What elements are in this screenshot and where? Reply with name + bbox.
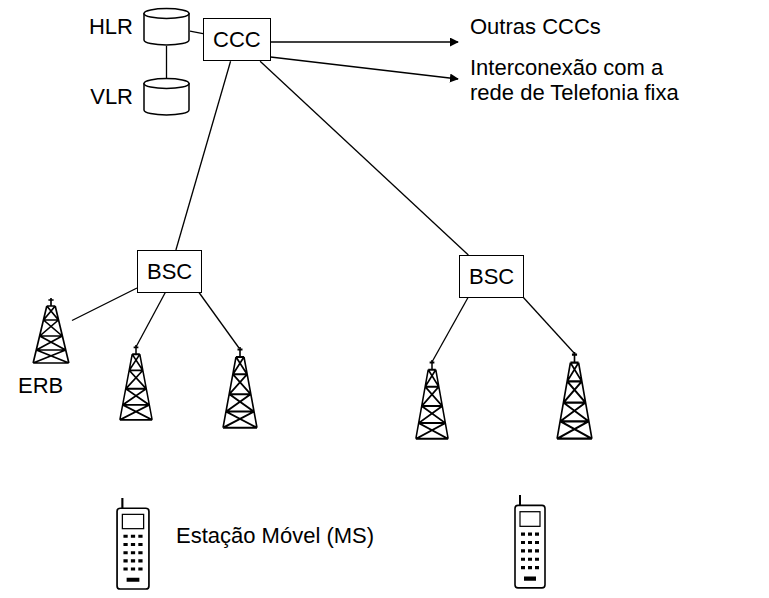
- node-caption: ERB: [18, 373, 63, 398]
- switch-box: CCC: [203, 18, 271, 61]
- database-cylinder: HLR: [143, 8, 190, 46]
- tower-icon: [416, 360, 448, 439]
- node-caption: VLR: [90, 84, 133, 109]
- note-label: Outras CCCs: [470, 14, 601, 39]
- tower-icon: [120, 345, 152, 420]
- box-title: CCC: [213, 27, 261, 52]
- tower-icon: [33, 298, 69, 363]
- cylinder-outline: [143, 78, 190, 116]
- box-title: BSC: [147, 259, 192, 284]
- tower-icon: [557, 352, 592, 439]
- mobile-phone-icon: [117, 498, 149, 589]
- link-line: [166, 46, 167, 78]
- cylinder-top: [144, 9, 189, 19]
- controller-box: BSC: [137, 250, 202, 293]
- box-title: BSC: [469, 264, 514, 289]
- cylinder-outline: [143, 8, 190, 46]
- note-label: Interconexão com a rede de Telefonia fix…: [470, 55, 695, 106]
- link-line: [72, 288, 137, 321]
- note-label: Estação Móvel (MS): [176, 523, 374, 548]
- base-station-tower: ERB: [30, 298, 72, 364]
- link-line: [260, 61, 468, 255]
- node-caption: HLR: [89, 14, 133, 39]
- tower-outline: [30, 298, 72, 364]
- interconnect-arrow: [262, 56, 458, 79]
- controller-box: BSC: [459, 255, 524, 298]
- database-cylinder: VLR: [143, 78, 190, 116]
- link-line: [190, 31, 203, 33]
- tower-icon: [223, 347, 257, 428]
- interconnect-arrow: [262, 41, 458, 43]
- cylinder-top: [144, 79, 189, 89]
- mobile-phone-icon: [515, 495, 545, 588]
